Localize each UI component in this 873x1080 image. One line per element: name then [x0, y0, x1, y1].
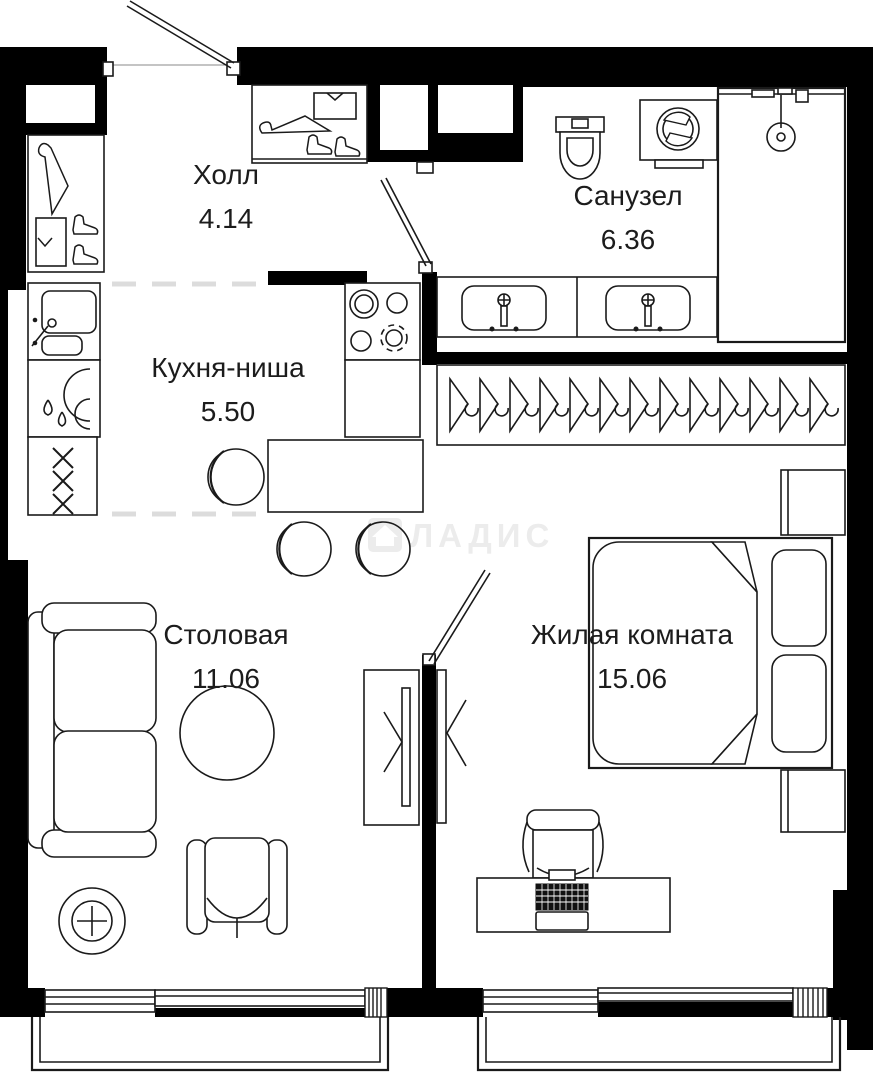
vent-shaft: [438, 85, 513, 133]
kitchen-counter: [344, 359, 421, 438]
room-label-dining: Столовая: [163, 619, 288, 650]
bar-stool: [276, 521, 332, 577]
washing-machine: [639, 99, 718, 169]
water-drop-icon: [57, 411, 67, 427]
laptop-icon: [535, 883, 589, 931]
zone-boundaries: [112, 281, 260, 517]
clothes-box-icon: [35, 217, 67, 267]
door-jambs: [102, 61, 436, 666]
dining-table: [179, 685, 275, 781]
kitchen-cabinet: [27, 359, 101, 438]
toilet: [555, 116, 605, 180]
floor-lamp: [58, 887, 126, 955]
tv-panel: [401, 687, 411, 807]
room-label-hall: Холл: [193, 159, 259, 190]
tv-stand: [363, 669, 420, 826]
wall-niche: [26, 85, 95, 123]
living-room-door: [428, 569, 491, 665]
room-label-kitchen: Кухня-ниша: [151, 352, 305, 383]
clothes-box-icon: [313, 92, 357, 120]
wardrobe-cabinet: [780, 769, 846, 833]
wardrobe-hangers: [436, 364, 846, 446]
bar-table: [267, 439, 424, 513]
bar-chair: [207, 448, 265, 506]
watermark-text: ЛАДИС: [410, 517, 554, 554]
faucet-icon: [489, 293, 519, 332]
window: [482, 989, 599, 1013]
wall-hatch: [364, 987, 388, 1018]
stove: [344, 282, 421, 361]
balcony-door-glazing: [154, 989, 366, 1007]
room-area-kitchen: 5.50: [201, 396, 256, 427]
watermark: ЛАДИС: [368, 517, 554, 554]
hall-wardrobe: [251, 84, 368, 164]
sofa: [27, 602, 157, 858]
room-area-living: 15.06: [597, 663, 667, 694]
kitchen-drawer-cabinet: [27, 436, 98, 516]
kitchen-sink-cabinet: [27, 282, 101, 361]
room-area-bathroom: 6.36: [601, 224, 656, 255]
pillow: [771, 654, 827, 753]
entrance-door: [126, 0, 235, 69]
room-label-living: Жилая комната: [531, 619, 734, 650]
wall-hatch: [792, 987, 828, 1018]
blanket-fold: [710, 713, 758, 765]
house-logo-icon-glyph: [372, 525, 398, 546]
pillow: [771, 549, 827, 647]
room-area-dining: 11.06: [192, 663, 260, 694]
desk: [476, 869, 671, 933]
room-area-hall: 4.14: [199, 203, 254, 234]
walls: [0, 47, 873, 1050]
tv-panel-living: [436, 669, 467, 824]
bar-stool: [355, 521, 411, 577]
blanket-fold: [710, 541, 758, 593]
hanger-icon: [37, 142, 69, 217]
bed: [587, 536, 834, 770]
doors: [126, 0, 491, 665]
shower-head-icon: [766, 122, 796, 152]
entry-closet: [27, 134, 105, 273]
bathroom-door: [380, 177, 432, 267]
wardrobe-cabinet: [780, 469, 846, 536]
room-label-bathroom: Санузел: [573, 180, 682, 211]
faucet-icon: [633, 293, 663, 332]
armchair: [186, 837, 288, 938]
window: [44, 989, 156, 1013]
hanger-icon: [259, 115, 333, 134]
desk-chair: [522, 809, 604, 879]
double-sink: [436, 276, 718, 338]
shower: [716, 86, 847, 344]
water-drop-icon: [43, 399, 53, 416]
window-glazing: [597, 987, 794, 1002]
vent-shaft: [380, 85, 428, 150]
balcony: [30, 1017, 842, 1072]
